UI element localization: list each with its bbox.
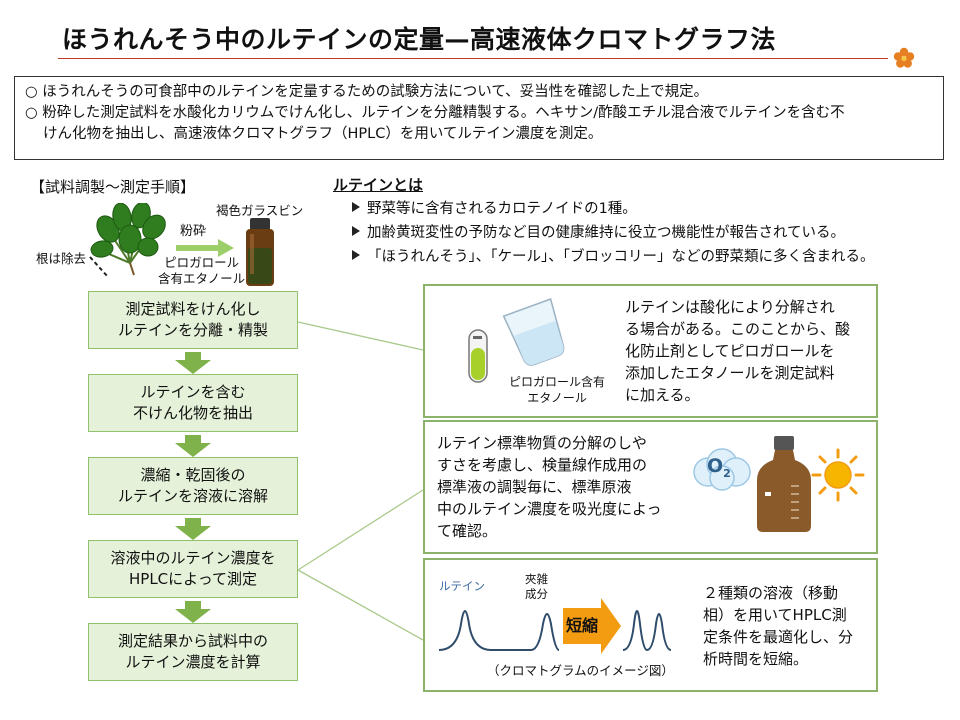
bullet-arrow-icon xyxy=(352,250,360,260)
cut-line-mark xyxy=(89,256,109,278)
chromatogram-after xyxy=(623,610,671,652)
lutein-heading: ルテインとは xyxy=(333,176,424,194)
panel-antioxidant: ピロガロール含有 エタノール ルテインは酸化により分解され る場合がある。このこ… xyxy=(423,284,878,418)
sun-icon xyxy=(811,448,865,502)
impurity-label: 夾雑 成分 xyxy=(525,572,548,601)
step-calculate: 測定結果から試料中のルテイン濃度を計算 xyxy=(88,623,298,681)
down-arrow-icon xyxy=(175,518,211,540)
step-extract: ルテインを含む不けん化物を抽出 xyxy=(88,374,298,432)
grind-arrow-icon xyxy=(176,239,234,257)
solvent-line-1: ピロガロール xyxy=(164,255,240,270)
down-arrow-icon xyxy=(175,435,211,457)
panel2-text: ルテイン標準物質の分解のしや すさを考慮し、検量線作成用の 標準液の調製毎に、標… xyxy=(437,434,662,540)
step-saponify: 測定試料をけん化しルテインを分離・精製 xyxy=(88,291,298,349)
spinach-icon xyxy=(90,203,166,276)
panel1-caption-line-1: ピロガロール含有 xyxy=(509,375,606,389)
solvent-line-2: 含有エタノール xyxy=(158,271,246,286)
brown-bottle-label: 褐色ガラスビン xyxy=(216,203,304,218)
o2-label: O2 xyxy=(707,455,731,480)
panel1-caption-line-2: エタノール xyxy=(527,391,587,405)
procedure-heading: 【試料調製～測定手順】 xyxy=(30,178,196,196)
lutein-peak-label: ルテイン xyxy=(439,579,485,593)
root-removed-label: 根は除去 xyxy=(36,251,87,266)
intro-box: ○ ほうれんそうの可食部中のルテインを定量するための試験方法について、妥当性を確… xyxy=(14,76,944,160)
test-tube-beaker-icon xyxy=(468,298,565,383)
intro-line-2a: ○ 粉砕した測定試料を水酸化カリウムでけん化し、ルテインを分離精製する。ヘキサン… xyxy=(25,105,845,121)
intro-line-1: ○ ほうれんそうの可食部中のルテインを定量するための試験方法について、妥当性を確… xyxy=(25,84,709,100)
plum-blossom-icon xyxy=(893,47,915,68)
bullet-arrow-icon xyxy=(352,202,360,212)
lutein-bullets: 野菜等に含有されるカロテノイドの1種。 加齢黄斑変性の予防など目の健康維持に役立… xyxy=(352,197,875,269)
bullet-arrow-icon xyxy=(352,226,360,236)
intro-line-2b: けん化物を抽出し、高速液体クロマトグラフ（HPLC）を用いてルテイン濃度を測定。 xyxy=(43,126,603,142)
panel1-caption: ピロガロール含有 エタノール xyxy=(509,374,605,406)
panel1-text: ルテインは酸化により分解され る場合がある。このことから、酸 化防止剤としてピロ… xyxy=(625,298,851,404)
shorten-arrow-icon xyxy=(563,598,621,654)
brown-reagent-bottle-icon xyxy=(757,436,811,532)
page-title: ほうれんそう中のルテインの定量—高速液体クロマトグラフ法 xyxy=(62,25,777,54)
shorten-label: 短縮 xyxy=(566,616,599,635)
panel3-text: ２種類の溶液（移動 相）を用いてHPLC測 定条件を最適化し、分 析時間を短縮。 xyxy=(703,584,854,668)
oxygen-cloud-icon xyxy=(693,448,751,491)
chromatogram-before xyxy=(439,610,559,651)
lutein-bullet-1: 野菜等に含有されるカロテノイドの1種。 xyxy=(352,197,875,221)
solvent-label: ピロガロール 含有エタノール xyxy=(158,255,245,287)
chromatogram-caption: （クロマトグラムのイメージ図） xyxy=(487,663,674,678)
step-dissolve: 濃縮・乾固後のルテインを溶液に溶解 xyxy=(88,457,298,515)
panel-standard: ルテイン標準物質の分解のしや すさを考慮し、検量線作成用の 標準液の調製毎に、標… xyxy=(423,420,878,554)
down-arrow-icon xyxy=(175,601,211,623)
panel-hplc: ルテイン 夾雑 成分 短縮 （クロマトグラムのイメージ図） ２種類の溶液（移動 … xyxy=(423,558,878,692)
title-underline xyxy=(58,58,888,59)
down-arrow-icon xyxy=(175,352,211,374)
lutein-bullet-3: 「ほうれんそう」、「ケール」、「ブロッコリー」などの野菜類に多く含まれる。 xyxy=(352,245,875,269)
lutein-bullet-2: 加齢黄斑変性の予防など目の健康維持に役立つ機能性が報告されている。 xyxy=(352,221,875,245)
grind-label: 粉砕 xyxy=(180,224,207,239)
brown-bottle-icon xyxy=(246,218,274,286)
